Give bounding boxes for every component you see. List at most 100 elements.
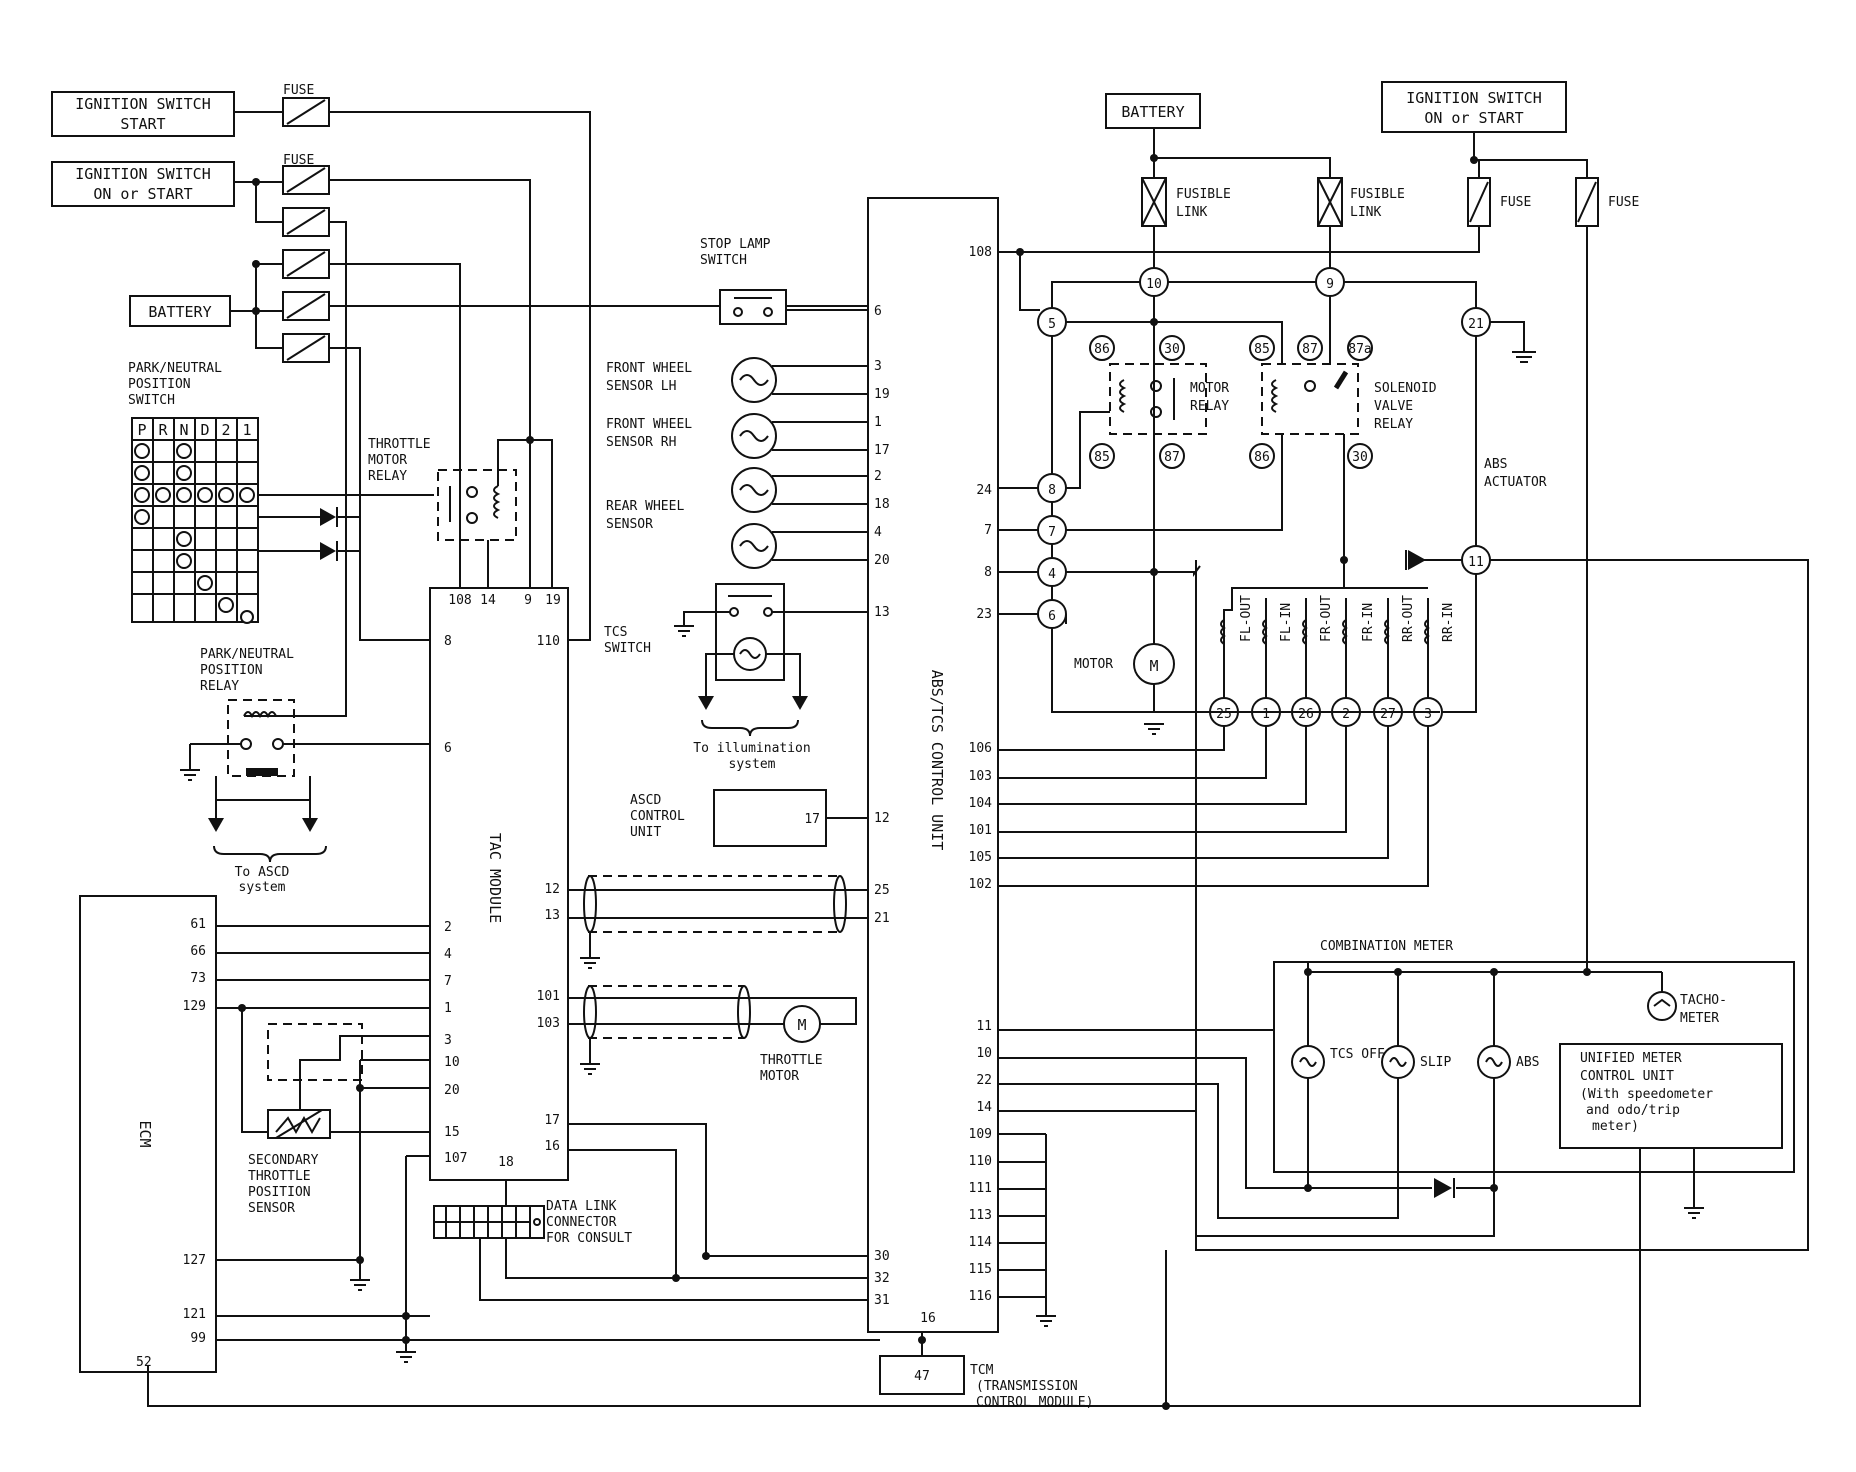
svg-text:127: 127 — [183, 1253, 206, 1268]
svg-text:17: 17 — [874, 443, 890, 458]
svg-text:METER: METER — [1680, 1011, 1719, 1026]
svg-text:11: 11 — [976, 1019, 992, 1034]
svg-text:MOTOR: MOTOR — [760, 1069, 799, 1084]
svg-text:10: 10 — [444, 1055, 460, 1070]
svg-text:ABS: ABS — [1484, 457, 1507, 472]
svg-text:31: 31 — [874, 1293, 890, 1308]
svg-text:6: 6 — [874, 304, 882, 319]
svg-text:13: 13 — [544, 908, 560, 923]
svg-text:To ASCD: To ASCD — [235, 865, 290, 880]
svg-text:129: 129 — [183, 999, 206, 1014]
ign-on-start-box-right: IGNITION SWITCH ON or START — [1381, 81, 1567, 133]
svg-text:30: 30 — [1164, 342, 1180, 357]
svg-text:10: 10 — [976, 1046, 992, 1061]
svg-text:MOTOR: MOTOR — [1074, 657, 1113, 672]
svg-text:17: 17 — [544, 1113, 560, 1128]
svg-text:PARK/NEUTRAL: PARK/NEUTRAL — [128, 361, 222, 376]
svg-text:2: 2 — [221, 421, 230, 439]
svg-text:meter): meter) — [1592, 1119, 1639, 1134]
svg-text:CONTROL UNIT: CONTROL UNIT — [1580, 1069, 1674, 1084]
svg-text:87: 87 — [1302, 342, 1318, 357]
svg-text:TACHO-: TACHO- — [1680, 993, 1727, 1008]
svg-text:85: 85 — [1094, 450, 1110, 465]
svg-text:7: 7 — [1048, 525, 1056, 540]
svg-text:4: 4 — [874, 525, 882, 540]
fuse-label-2: FUSE — [283, 153, 314, 168]
svg-text:47: 47 — [914, 1369, 930, 1384]
svg-text:SWITCH: SWITCH — [604, 641, 651, 656]
meter-diode — [1434, 1178, 1452, 1198]
svg-text:ON or START: ON or START — [1424, 109, 1523, 127]
svg-text:12: 12 — [874, 811, 890, 826]
solenoid-valve-relay: SOLENOID VALVE RELAY 85 87 87a 86 30 — [1249, 335, 1437, 469]
wheel-sensors: FRONT WHEEL SENSOR LH FRONT WHEEL SENSOR… — [606, 357, 868, 569]
svg-text:RELAY: RELAY — [1374, 417, 1413, 432]
svg-text:FOR CONSULT: FOR CONSULT — [546, 1231, 632, 1246]
svg-text:115: 115 — [969, 1262, 992, 1277]
svg-text:D: D — [200, 421, 209, 439]
abs-pump-motor: M MOTOR — [1074, 643, 1175, 735]
wire-tac-110 — [568, 580, 591, 641]
svg-text:9: 9 — [524, 593, 532, 608]
svg-text:FUSE: FUSE — [1500, 195, 1531, 210]
svg-text:STOP LAMP: STOP LAMP — [700, 237, 771, 252]
svg-text:61: 61 — [190, 917, 206, 932]
svg-text:87: 87 — [1164, 450, 1180, 465]
svg-text:FR-OUT: FR-OUT — [1319, 595, 1334, 642]
abs-actuator-label: ABS ACTUATOR — [1484, 457, 1547, 490]
park-neutral-switch: PARK/NEUTRAL POSITION SWITCH P R N D 2 1 — [128, 361, 434, 624]
svg-text:LINK: LINK — [1350, 205, 1381, 220]
svg-text:7: 7 — [444, 974, 452, 989]
svg-text:16: 16 — [544, 1139, 560, 1154]
abs-actuator-wiring — [998, 321, 1809, 1251]
svg-text:108: 108 — [969, 245, 992, 260]
svg-text:99: 99 — [190, 1331, 206, 1346]
svg-text:SENSOR LH: SENSOR LH — [606, 379, 676, 394]
throttle-motor: M THROTTLE MOTOR — [760, 997, 857, 1084]
svg-text:SENSOR: SENSOR — [248, 1201, 295, 1216]
svg-text:104: 104 — [969, 796, 993, 811]
svg-text:FL-IN: FL-IN — [1279, 603, 1294, 642]
svg-text:and odo/trip: and odo/trip — [1586, 1103, 1680, 1118]
svg-text:4: 4 — [1048, 567, 1056, 582]
svg-text:CONTROL MODULE): CONTROL MODULE) — [976, 1395, 1093, 1410]
svg-text:POSITION: POSITION — [248, 1185, 311, 1200]
svg-text:REAR WHEEL: REAR WHEEL — [606, 499, 684, 514]
svg-text:LINK: LINK — [1176, 205, 1207, 220]
svg-text:RELAY: RELAY — [368, 469, 407, 484]
svg-text:ABS/TCS CONTROL UNIT: ABS/TCS CONTROL UNIT — [928, 670, 946, 851]
svg-text:ACTUATOR: ACTUATOR — [1484, 475, 1547, 490]
svg-text:121: 121 — [183, 1307, 206, 1322]
svg-text:FRONT WHEEL: FRONT WHEEL — [606, 417, 692, 432]
svg-text:113: 113 — [969, 1208, 992, 1223]
svg-text:SLIP: SLIP — [1420, 1055, 1451, 1070]
svg-text:66: 66 — [190, 944, 206, 959]
svg-text:FRONT WHEEL: FRONT WHEEL — [606, 361, 692, 376]
svg-text:19: 19 — [874, 387, 890, 402]
svg-text:15: 15 — [444, 1125, 460, 1140]
svg-text:107: 107 — [444, 1151, 467, 1166]
svg-text:1: 1 — [444, 1001, 452, 1016]
svg-text:106: 106 — [969, 741, 992, 756]
svg-text:FUSIBLE: FUSIBLE — [1350, 187, 1405, 202]
svg-text:CONNECTOR: CONNECTOR — [546, 1215, 617, 1230]
svg-text:To illumination: To illumination — [693, 741, 810, 756]
fusible-links: FUSIBLE LINK FUSIBLE LINK FUSE FUSE — [1141, 177, 1639, 227]
svg-text:32: 32 — [874, 1271, 890, 1286]
ecm: ECM 61 66 73 129 127 121 99 52 — [79, 895, 217, 1373]
svg-text:6: 6 — [444, 741, 452, 756]
svg-text:THROTTLE: THROTTLE — [368, 437, 431, 452]
svg-text:POSITION: POSITION — [128, 377, 191, 392]
svg-text:7: 7 — [984, 523, 992, 538]
left-fuses — [282, 97, 330, 363]
secondary-tps: SECONDARY THROTTLE POSITION SENSOR — [248, 1023, 430, 1216]
svg-text:SOLENOID: SOLENOID — [1374, 381, 1437, 396]
svg-text:18: 18 — [874, 497, 890, 512]
svg-text:102: 102 — [969, 877, 992, 892]
svg-text:system: system — [239, 880, 286, 895]
abs-ground-bus — [998, 1133, 1056, 1327]
ascd-control-unit: ASCD CONTROL UNIT 17 — [630, 789, 868, 847]
svg-text:86: 86 — [1094, 342, 1110, 357]
svg-text:FR-IN: FR-IN — [1361, 603, 1376, 642]
